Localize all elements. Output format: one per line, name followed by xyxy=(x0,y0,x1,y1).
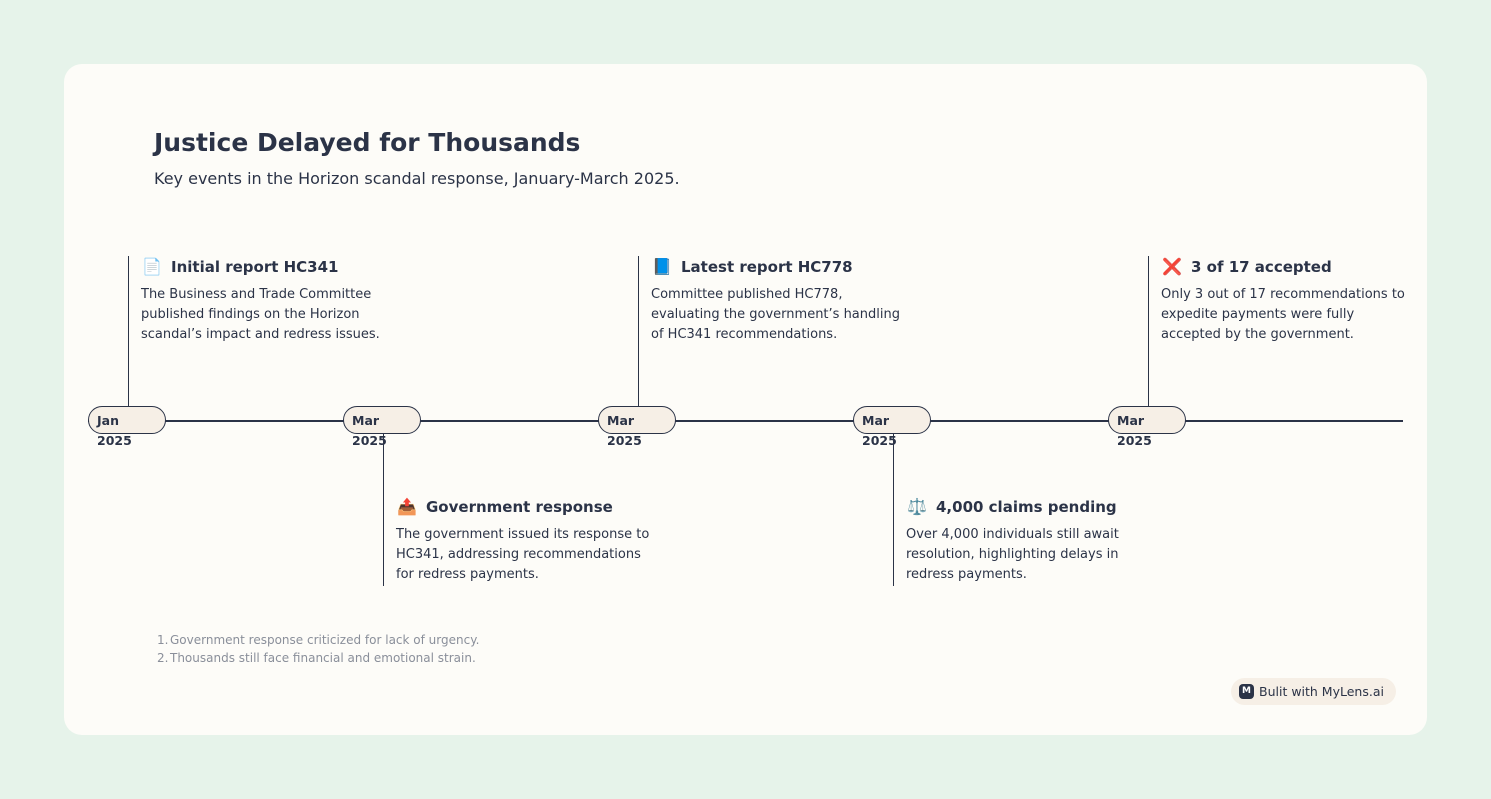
event-card: ⚖️ 4,000 claims pending Over 4,000 indivi… xyxy=(906,497,1131,585)
event-card: 📄 Initial report HC341 The Business and T… xyxy=(141,257,403,345)
event-description: The Business and Trade Committee publish… xyxy=(141,287,380,342)
event-card: ❌ 3 of 17 accepted Only 3 out of 17 recom… xyxy=(1161,257,1411,345)
date-year: 2025 xyxy=(1117,433,1152,448)
date-pill: Mar xyxy=(343,406,421,434)
event-title: 4,000 claims pending xyxy=(936,497,1117,516)
event-stem xyxy=(1148,256,1149,406)
event-description: The government issued its response to HC… xyxy=(396,527,650,582)
date-pill: Jan xyxy=(88,406,166,434)
timeline-axis xyxy=(88,420,1403,422)
mylens-logo-icon: M xyxy=(1239,684,1254,699)
footnotes: 1.Government response criticized for lac… xyxy=(157,633,480,669)
footnote: 2.Thousands still face financial and emo… xyxy=(157,651,476,665)
built-with-badge[interactable]: M Bulit with MyLens.ai xyxy=(1231,678,1396,705)
date-month: Mar xyxy=(862,413,890,428)
date-pill: Mar xyxy=(1108,406,1186,434)
event-title: Latest report HC778 xyxy=(681,257,853,276)
event-stem xyxy=(128,256,129,406)
date-year: 2025 xyxy=(352,433,387,448)
badge-label: Bulit with MyLens.ai xyxy=(1259,684,1384,699)
outbox-tray-icon: 📤 xyxy=(397,497,417,516)
footnote-text: Thousands still face financial and emoti… xyxy=(170,651,476,665)
date-month: Jan xyxy=(97,413,119,428)
date-year: 2025 xyxy=(97,433,132,448)
event-stem xyxy=(638,256,639,406)
date-month: Mar xyxy=(1117,413,1145,428)
event-card: 📤 Government response The government issu… xyxy=(396,497,658,585)
cross-mark-icon: ❌ xyxy=(1162,257,1182,276)
date-year: 2025 xyxy=(862,433,897,448)
event-description: Only 3 out of 17 recommendations to expe… xyxy=(1161,287,1405,342)
page-title: Justice Delayed for Thousands xyxy=(154,128,581,157)
document-icon: 📄 xyxy=(142,257,162,276)
event-title: Government response xyxy=(426,497,613,516)
event-card: 📘 Latest report HC778 Committee published… xyxy=(651,257,913,345)
event-description: Over 4,000 individuals still await resol… xyxy=(906,527,1119,582)
event-stem xyxy=(893,434,894,586)
timeline-card xyxy=(64,64,1427,735)
event-description: Committee published HC778, evaluating th… xyxy=(651,287,900,342)
footnote-text: Government response criticized for lack … xyxy=(170,633,480,647)
date-month: Mar xyxy=(607,413,635,428)
event-title: Initial report HC341 xyxy=(171,257,339,276)
date-month: Mar xyxy=(352,413,380,428)
event-title: 3 of 17 accepted xyxy=(1191,257,1332,276)
scales-icon: ⚖️ xyxy=(907,497,927,516)
page-subtitle: Key events in the Horizon scandal respon… xyxy=(154,169,680,188)
footnote: 1.Government response criticized for lac… xyxy=(157,633,480,647)
date-pill: Mar xyxy=(598,406,676,434)
date-pill: Mar xyxy=(853,406,931,434)
date-year: 2025 xyxy=(607,433,642,448)
blue-book-icon: 📘 xyxy=(652,257,672,276)
event-stem xyxy=(383,434,384,586)
